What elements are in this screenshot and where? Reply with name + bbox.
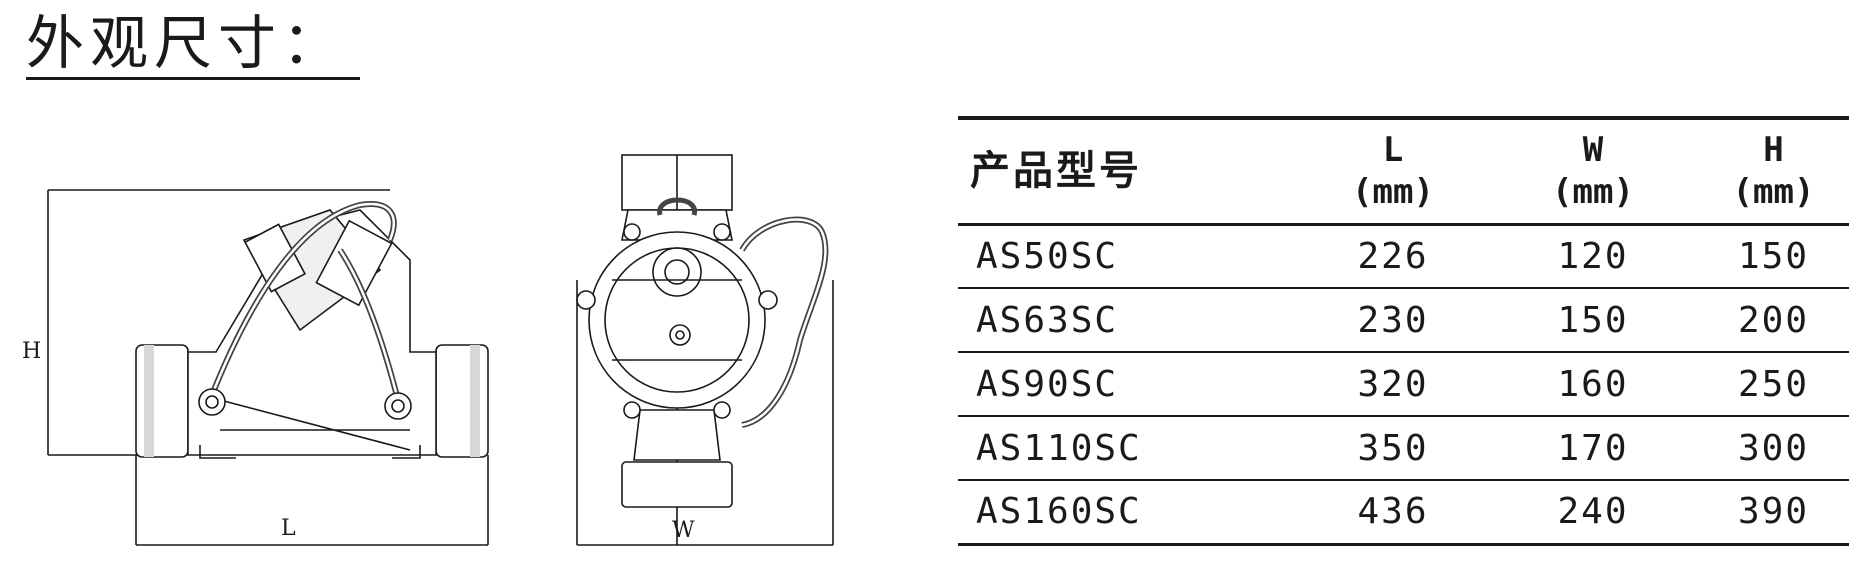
header-w-unit: (mm): [1552, 172, 1634, 213]
cell-h: 150: [1737, 235, 1810, 277]
table-row: AS50SC 226 120 150: [958, 224, 1849, 288]
header-l-name: L: [1382, 130, 1404, 171]
cell-model: AS63SC: [976, 299, 1119, 341]
cell-w: 170: [1557, 427, 1629, 469]
cell-h: 390: [1737, 491, 1810, 533]
valve-dimension-drawing: H L W: [22, 154, 834, 546]
table-row: AS110SC 350 170 300: [958, 416, 1849, 480]
header-l: L(mm): [1298, 118, 1488, 224]
width-dimension-label: W: [672, 518, 695, 543]
front-view-valve: [135, 201, 489, 459]
cell-model: AS110SC: [976, 427, 1142, 469]
header-h-name: H: [1763, 130, 1784, 171]
table-row: AS63SC 230 150 200: [958, 288, 1849, 352]
table-header-row: 产品型号 L(mm) W(mm) H(mm): [958, 118, 1849, 224]
cell-l: 350: [1357, 427, 1429, 469]
side-view-valve: [576, 154, 829, 545]
header-h: H(mm): [1698, 118, 1849, 224]
cell-l: 226: [1357, 235, 1429, 277]
cell-l: 436: [1357, 491, 1429, 533]
header-l-unit: (mm): [1352, 172, 1434, 213]
cell-l: 230: [1357, 299, 1429, 341]
cell-model: AS50SC: [976, 235, 1119, 277]
cell-h: 200: [1737, 299, 1810, 341]
cell-l: 320: [1357, 363, 1429, 405]
page-title: 外观尺寸：: [26, 9, 347, 77]
header-model: 产品型号: [970, 148, 1142, 195]
front-view-frame: [47, 189, 489, 546]
cell-model: AS90SC: [976, 363, 1119, 405]
height-dimension-label: H: [22, 339, 41, 364]
header-w: W(mm): [1488, 118, 1698, 224]
header-w-name: W: [1582, 130, 1604, 171]
cell-h: 300: [1737, 427, 1810, 469]
table-row: AS160SC 436 240 390: [958, 480, 1849, 544]
cell-model: AS160SC: [976, 491, 1142, 533]
cell-h: 250: [1737, 363, 1810, 405]
cell-w: 160: [1557, 363, 1629, 405]
cell-w: 240: [1557, 491, 1629, 533]
cell-w: 120: [1557, 235, 1629, 277]
title-underline: [26, 77, 360, 80]
side-view-frame: [576, 280, 834, 546]
length-dimension-label: L: [281, 516, 296, 541]
table-row: AS90SC 320 160 250: [958, 352, 1849, 416]
cell-w: 150: [1557, 299, 1629, 341]
dimensions-table: 产品型号 L(mm) W(mm) H(mm) AS50SC 226 120 15…: [958, 116, 1849, 546]
header-h-unit: (mm): [1732, 172, 1815, 213]
